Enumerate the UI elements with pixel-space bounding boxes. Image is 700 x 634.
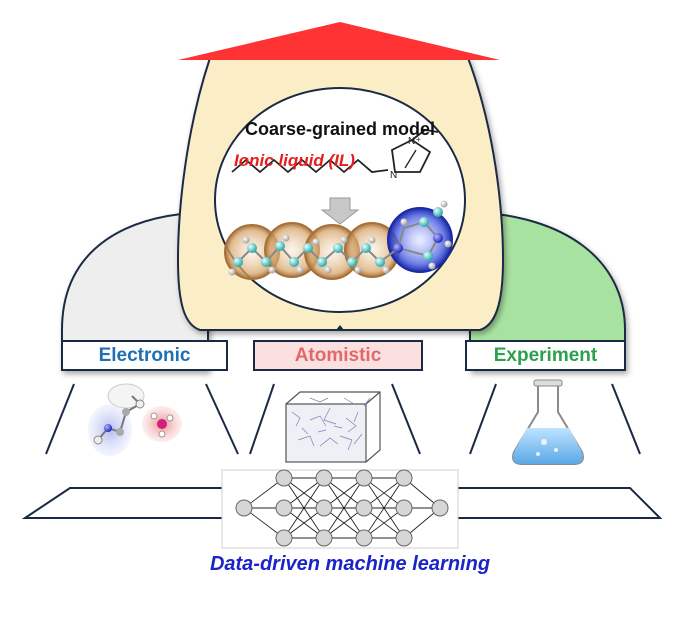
ring-charge: + xyxy=(416,135,421,144)
pillar-label-electronic: Electronic xyxy=(98,344,191,366)
imidazolium-ring xyxy=(391,138,432,173)
footer-title: Data-driven machine learning xyxy=(209,553,491,575)
down-arrow-icon xyxy=(320,197,360,225)
roof-triangle xyxy=(178,22,500,60)
pillar-label-atomistic: Atomistic xyxy=(294,344,382,366)
capsule-marker xyxy=(336,325,344,330)
methyl-bond xyxy=(411,129,426,141)
ring-n-label-2: N xyxy=(408,136,415,147)
electronic-label-box xyxy=(61,340,228,371)
methyl-bond-2 xyxy=(424,129,439,133)
ring-bond xyxy=(404,149,417,169)
flask-icon xyxy=(512,379,584,465)
ring-n-label: N xyxy=(390,170,397,181)
right-arch xyxy=(469,210,626,371)
core-title: Coarse-grained model xyxy=(244,119,436,139)
alkyl-chain xyxy=(231,158,389,174)
neural-network-icon xyxy=(221,469,459,549)
simulation-box-icon xyxy=(285,391,381,463)
pillar-label-experiment: Experiment xyxy=(493,344,598,366)
electron-density-icon xyxy=(88,383,182,456)
support-legs xyxy=(45,383,641,455)
atomistic-label-box xyxy=(253,340,423,371)
ball-stick-molecule xyxy=(228,200,452,276)
experiment-label-box xyxy=(465,340,626,371)
molecule-label: Ionic liquid (IL) xyxy=(234,151,355,170)
